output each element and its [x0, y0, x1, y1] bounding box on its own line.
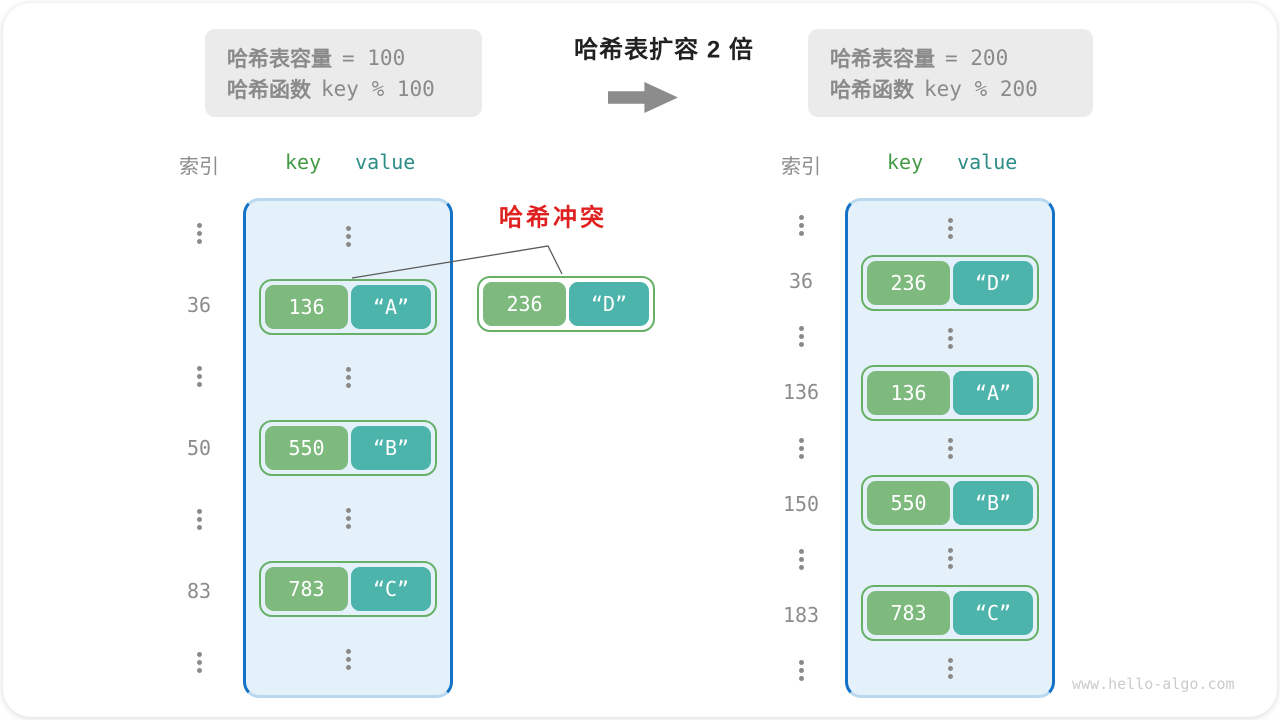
- index-label: 183: [782, 602, 820, 627]
- hash-fn-value: key % 100: [321, 76, 435, 101]
- index-label: 136: [782, 380, 820, 405]
- value-box: “D”: [569, 282, 649, 326]
- legend-new-table: 哈希表容量 = 200 哈希函数 key % 200: [808, 29, 1093, 117]
- bucket-array: 136 “A” 550 “B” 783 “C”: [243, 198, 453, 698]
- key-box: 136: [867, 371, 950, 415]
- table-header: 索引 key value: [158, 142, 453, 198]
- key-box: 783: [265, 567, 348, 612]
- ellipsis-dots: [947, 327, 953, 349]
- key-value-pair: 550 “B”: [861, 475, 1039, 531]
- key-box: 236: [483, 282, 566, 326]
- key-value-pair: 550 “B”: [259, 420, 437, 477]
- key-box: 550: [265, 426, 348, 471]
- watermark: www.hello-algo.com: [1072, 675, 1235, 693]
- legend-old-table: 哈希表容量 = 100 哈希函数 key % 100: [205, 29, 482, 117]
- index-label: 50: [186, 435, 212, 460]
- value-header: value: [355, 150, 416, 174]
- value-box: “B”: [953, 481, 1033, 525]
- ellipsis-dots: [196, 508, 202, 530]
- index-header: 索引: [781, 156, 821, 178]
- key-box: 783: [867, 591, 950, 635]
- index-label: 83: [186, 578, 212, 603]
- capacity-value: = 200: [945, 45, 1009, 70]
- value-box: “D”: [953, 261, 1033, 305]
- capacity-value: = 100: [342, 45, 406, 70]
- ellipsis-dots: [345, 508, 351, 530]
- capacity-label: 哈希表容量: [830, 47, 935, 71]
- hash-fn-label: 哈希函数: [227, 78, 311, 102]
- ellipsis-dots: [345, 649, 351, 671]
- key-value-pair: 136 “A”: [259, 278, 437, 335]
- ellipsis-dots: [798, 215, 804, 237]
- figure-title: 哈希表扩容 2 倍: [574, 36, 754, 64]
- capacity-label: 哈希表容量: [227, 47, 332, 71]
- key-value-pair: 783 “C”: [259, 561, 437, 618]
- key-header: key: [887, 150, 924, 174]
- colliding-pair: 236 “D”: [477, 276, 655, 332]
- key-header: key: [285, 150, 322, 174]
- value-box: “C”: [351, 567, 431, 612]
- ellipsis-dots: [196, 366, 202, 388]
- ellipsis-dots: [798, 326, 804, 348]
- ellipsis-dots: [345, 225, 351, 247]
- index-label: 36: [186, 293, 212, 318]
- value-box: “A”: [953, 371, 1033, 415]
- hash-table-old: 索引 key value 36 50 83 136 “A”: [158, 142, 453, 698]
- index-label: 36: [788, 269, 814, 294]
- ellipsis-dots: [798, 437, 804, 459]
- value-header: value: [957, 150, 1018, 174]
- ellipsis-dots: [345, 366, 351, 388]
- ellipsis-dots: [798, 548, 804, 570]
- ellipsis-dots: [196, 651, 202, 673]
- key-box: 236: [867, 261, 950, 305]
- value-box: “C”: [953, 591, 1033, 635]
- collision-label: 哈希冲突: [499, 204, 607, 232]
- hash-table-new: 索引 key value 36 136 150 183 236 “D”: [760, 142, 1055, 698]
- table-header: 索引 key value: [760, 142, 1055, 198]
- index-column: 36 50 83: [158, 198, 240, 698]
- ellipsis-dots: [947, 217, 953, 239]
- index-header: 索引: [179, 156, 219, 178]
- ellipsis-dots: [947, 657, 953, 679]
- key-box: 136: [265, 284, 348, 329]
- key-value-pair: 783 “C”: [861, 585, 1039, 641]
- key-value-pair: 136 “A”: [861, 365, 1039, 421]
- ellipsis-dots: [196, 223, 202, 245]
- value-box: “A”: [351, 284, 431, 329]
- key-value-pair: 236 “D”: [861, 255, 1039, 311]
- figure-canvas: [3, 3, 1277, 717]
- index-label: 150: [782, 491, 820, 516]
- value-box: “B”: [351, 426, 431, 471]
- key-box: 550: [867, 481, 950, 525]
- ellipsis-dots: [947, 437, 953, 459]
- bucket-array: 236 “D” 136 “A” 550 “B”: [845, 198, 1055, 698]
- index-column: 36 136 150 183: [760, 198, 842, 698]
- ellipsis-dots: [947, 547, 953, 569]
- hash-fn-value: key % 200: [924, 76, 1038, 101]
- ellipsis-dots: [798, 659, 804, 681]
- hash-fn-label: 哈希函数: [830, 78, 914, 102]
